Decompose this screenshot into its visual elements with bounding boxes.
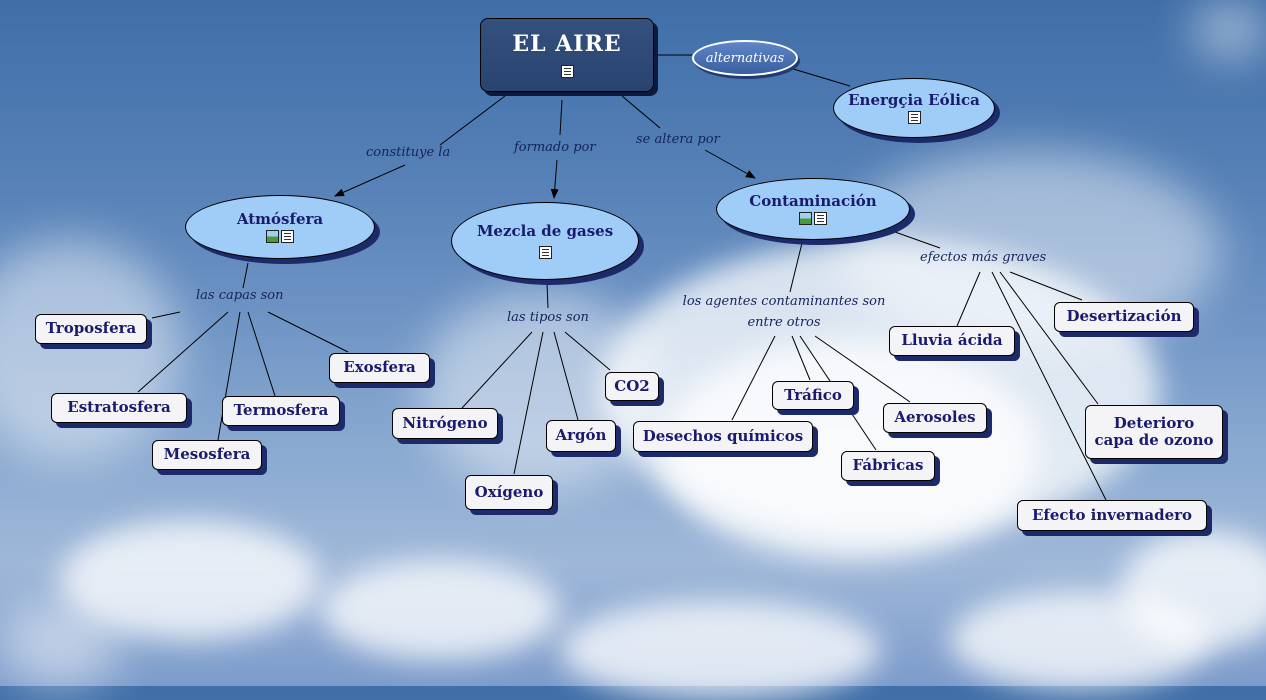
node-fabricas-label: Fábricas	[852, 456, 924, 475]
alternatives-link[interactable]: alternativas	[692, 40, 798, 76]
node-lluvia-label: Lluvia ácida	[901, 331, 1003, 350]
node-mezcla[interactable]: Mezcla de gases	[451, 202, 639, 280]
image-icon[interactable]	[799, 212, 812, 226]
document-icon[interactable]	[281, 230, 294, 244]
link-altera: se altera por	[636, 132, 720, 147]
node-deterioro[interactable]: Deterioro capa de ozono	[1085, 405, 1223, 459]
node-eolica-label: Energçia Eólica	[848, 90, 980, 109]
link-constituye: constituye la	[366, 145, 451, 160]
link-tipos: las tipos son	[507, 310, 589, 325]
link-agentes-line1: los agentes contaminantes son	[682, 294, 886, 309]
document-icon[interactable]	[814, 212, 827, 226]
image-icon[interactable]	[266, 230, 279, 244]
node-desechos-label: Desechos químicos	[642, 426, 804, 445]
link-efectos: efectos más graves	[920, 250, 1047, 265]
node-trafico-label: Tráfico	[784, 385, 842, 404]
root-node[interactable]: EL AIRE	[480, 18, 654, 92]
node-co2-label: CO2	[614, 376, 650, 395]
node-nitrogeno-label: Nitrógeno	[402, 413, 488, 432]
node-mezcla-label: Mezcla de gases	[476, 221, 614, 240]
node-argon-label: Argón	[555, 426, 607, 445]
node-aerosoles[interactable]: Aerosoles	[883, 403, 987, 433]
node-desertizacion-label: Desertización	[1066, 307, 1182, 326]
link-capas: las capas son	[196, 288, 284, 303]
node-aerosoles-label: Aerosoles	[894, 408, 976, 427]
node-deterioro-label-1: Deterioro	[1113, 413, 1195, 432]
document-icon[interactable]	[538, 246, 552, 260]
document-icon[interactable]	[560, 65, 574, 79]
node-atmosfera[interactable]: Atmósfera	[185, 195, 375, 259]
node-deterioro-label-2: capa de ozono	[1094, 431, 1214, 449]
link-formado: formado por	[514, 140, 596, 155]
node-lluvia[interactable]: Lluvia ácida	[889, 326, 1015, 356]
node-mesosfera[interactable]: Mesosfera	[152, 440, 262, 470]
node-desertizacion[interactable]: Desertización	[1054, 302, 1194, 332]
node-termosfera[interactable]: Termosfera	[222, 396, 340, 426]
node-troposfera[interactable]: Troposfera	[35, 314, 147, 344]
node-desechos[interactable]: Desechos químicos	[633, 421, 813, 452]
node-termosfera-label: Termosfera	[233, 401, 329, 420]
node-contaminacion[interactable]: Contaminación	[716, 178, 910, 240]
node-contaminacion-label: Contaminación	[749, 191, 877, 210]
root-title: EL AIRE	[512, 30, 622, 57]
node-nitrogeno[interactable]: Nitrógeno	[392, 408, 498, 439]
node-invernadero[interactable]: Efecto invernadero	[1017, 500, 1207, 531]
node-invernadero-label: Efecto invernadero	[1031, 505, 1193, 524]
node-eolica[interactable]: Energçia Eólica	[833, 78, 995, 138]
node-trafico[interactable]: Tráfico	[772, 381, 854, 410]
link-agentes-line2: entre otros	[747, 314, 821, 330]
node-oxigeno-label: Oxígeno	[474, 482, 544, 501]
node-argon[interactable]: Argón	[546, 420, 616, 452]
node-troposfera-label: Troposfera	[45, 319, 137, 338]
node-oxigeno[interactable]: Oxígeno	[465, 475, 553, 510]
node-estratosfera[interactable]: Estratosfera	[51, 393, 187, 423]
node-estratosfera-label: Estratosfera	[67, 398, 171, 417]
document-icon[interactable]	[907, 111, 921, 125]
node-mesosfera-label: Mesosfera	[163, 445, 251, 464]
alternatives-label: alternativas	[705, 50, 785, 66]
node-exosfera[interactable]: Exosfera	[329, 353, 430, 383]
node-fabricas[interactable]: Fábricas	[841, 451, 935, 481]
node-exosfera-label: Exosfera	[343, 358, 416, 377]
node-co2[interactable]: CO2	[605, 372, 659, 401]
link-agentes: los agentes contaminantes son entre otro…	[678, 292, 890, 334]
node-atmosfera-label: Atmósfera	[236, 209, 324, 228]
